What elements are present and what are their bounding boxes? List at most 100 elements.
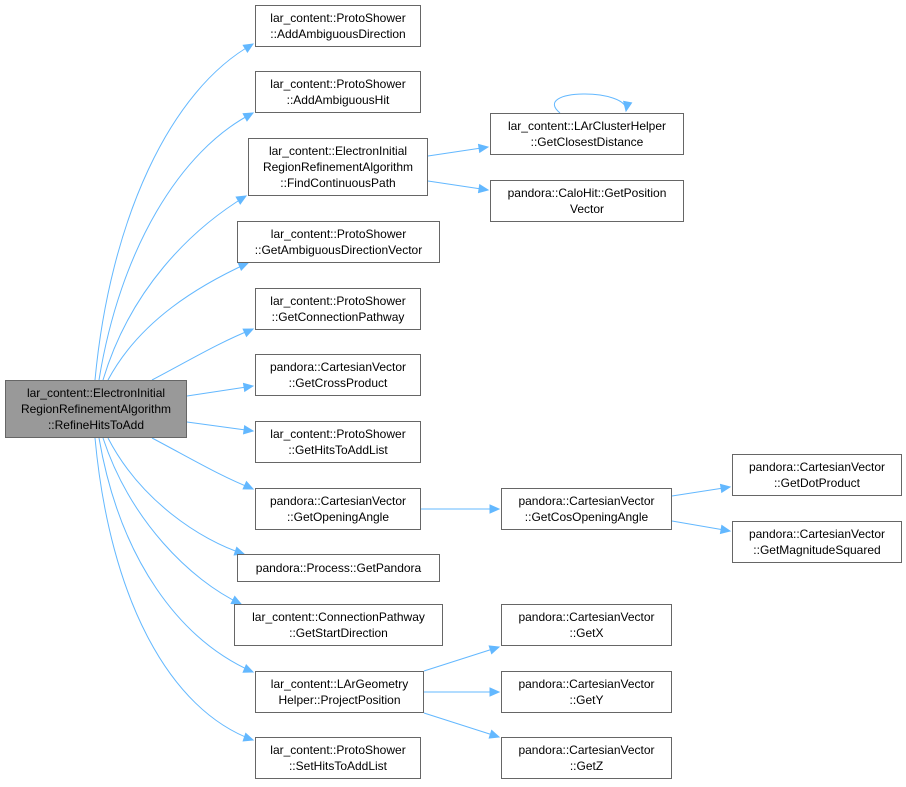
edge-findCont-closest-arrowhead: [477, 143, 490, 154]
node-label-line: ::AddAmbiguousHit: [286, 93, 390, 107]
node-label-line: RegionRefinementAlgorithm: [262, 160, 414, 174]
node-label-line: ::GetStartDirection: [289, 626, 388, 640]
node-label-line: lar_content::LArGeometry: [270, 677, 409, 691]
node-cosOpen[interactable]: pandora::CartesianVector::GetCosOpeningA…: [501, 488, 672, 530]
node-label-line: pandora::CartesianVector: [518, 494, 655, 508]
edge-root-addAmbDir: [94, 43, 254, 381]
edge-root-getStartDir: [102, 437, 242, 605]
node-label-line: pandora::CartesianVector: [518, 743, 655, 757]
node-label-line: ::GetOpeningAngle: [286, 510, 390, 524]
node-label-line: ::GetConnectionPathway: [271, 310, 405, 324]
node-label-line: pandora::CartesianVector: [269, 360, 407, 374]
edge-getOpen-cosOpen-arrowhead: [489, 504, 501, 514]
edge-findCont-closest: [427, 146, 489, 157]
edge-root-setHits: [94, 437, 254, 741]
node-label-line: lar_content::ProtoShower: [270, 743, 406, 757]
node-dot[interactable]: pandora::CartesianVector::GetDotProduct: [732, 454, 902, 496]
node-label-line: lar_content::ProtoShower: [270, 294, 406, 308]
edge-projPos-getZ: [423, 712, 500, 738]
edge-root-getAmbDirVec-arrowhead: [237, 262, 250, 272]
node-label-line: ::FindContinuousPath: [280, 176, 396, 190]
node-label-line: ::GetHitsToAddList: [288, 443, 388, 457]
node-label-line: pandora::CartesianVector: [748, 527, 886, 541]
edge-root-getHits-arrowhead: [242, 424, 255, 435]
edge-closest-self-arrowhead: [623, 100, 633, 113]
node-label-line: pandora::CartesianVector: [518, 610, 655, 624]
edge-root-getCross-arrowhead: [242, 382, 255, 393]
node-addAmbHit[interactable]: lar_content::ProtoShower::AddAmbiguousHi…: [255, 71, 421, 113]
node-getOpen[interactable]: pandora::CartesianVector::GetOpeningAngl…: [255, 488, 421, 530]
node-label-line: lar_content::ElectronInitial: [268, 144, 408, 158]
edge-projPos-getX: [423, 646, 500, 672]
edge-cosOpen-dot-arrowhead: [719, 483, 732, 494]
edge-root-getCross: [186, 385, 254, 397]
node-label-line: ::GetDotProduct: [773, 476, 861, 490]
edge-findCont-posVec: [427, 180, 489, 191]
node-label-line: ::GetY: [569, 693, 604, 707]
edge-root-getOpen-arrowhead: [242, 480, 255, 490]
node-label-line: pandora::CartesianVector: [269, 494, 407, 508]
node-getStartDir[interactable]: lar_content::ConnectionPathway::GetStart…: [234, 604, 443, 646]
node-label-line: pandora::CartesianVector: [518, 677, 655, 691]
edge-root-getPandora: [107, 437, 245, 555]
edge-closest-self: [554, 93, 627, 114]
node-label-line: lar_content::ProtoShower: [270, 227, 407, 241]
edge-root-findCont-arrowhead: [235, 195, 248, 205]
node-getX[interactable]: pandora::CartesianVector::GetX: [501, 604, 672, 646]
node-label-line: ::GetX: [569, 626, 604, 640]
edge-projPos-getY-arrowhead: [489, 687, 501, 697]
node-label-line: Vector: [569, 202, 605, 216]
node-label-line: RegionRefinementAlgorithm: [20, 402, 172, 416]
edge-cosOpen-magSq-arrowhead: [719, 524, 732, 535]
edge-root-projPos-arrowhead: [242, 663, 255, 673]
node-label-line: ::SetHitsToAddList: [288, 759, 388, 773]
node-label-line: ::GetClosestDistance: [530, 135, 644, 149]
edge-root-addAmbHit-arrowhead: [242, 112, 255, 122]
node-label-line: pandora::CaloHit::GetPosition: [507, 186, 667, 200]
node-label-line: pandora::CartesianVector: [748, 460, 886, 474]
node-getConnPath[interactable]: lar_content::ProtoShower::GetConnectionP…: [255, 288, 421, 330]
edge-root-projPos: [98, 437, 254, 673]
node-label-line: pandora::Process::GetPandora: [255, 561, 422, 575]
node-getZ[interactable]: pandora::CartesianVector::GetZ: [501, 737, 672, 779]
edge-root-getHits: [186, 421, 254, 432]
node-getCross[interactable]: pandora::CartesianVector::GetCrossProduc…: [255, 354, 421, 396]
node-label-line: ::RefineHitsToAdd: [47, 418, 145, 432]
edge-root-findCont: [102, 195, 247, 381]
node-magSq[interactable]: pandora::CartesianVector::GetMagnitudeSq…: [732, 521, 902, 563]
node-getY[interactable]: pandora::CartesianVector::GetY: [501, 671, 672, 713]
node-label-line: Helper::ProjectPosition: [278, 693, 401, 707]
node-getAmbDirVec[interactable]: lar_content::ProtoShower::GetAmbiguousDi…: [237, 221, 440, 263]
node-getHits[interactable]: lar_content::ProtoShower::GetHitsToAddLi…: [255, 421, 421, 463]
node-label-line: ::GetAmbiguousDirectionVector: [254, 243, 423, 257]
node-label-line: lar_content::ProtoShower: [270, 77, 406, 91]
node-label-line: ::GetMagnitudeSquared: [753, 543, 881, 557]
edge-cosOpen-magSq: [671, 520, 731, 532]
node-label-line: lar_content::ProtoShower: [270, 427, 406, 441]
edge-findCont-posVec-arrowhead: [477, 183, 490, 194]
node-getPandora[interactable]: pandora::Process::GetPandora: [237, 554, 440, 582]
node-label-line: lar_content::ConnectionPathway: [252, 610, 425, 624]
node-closest[interactable]: lar_content::LArClusterHelper::GetCloses…: [490, 113, 684, 155]
edge-root-getConnPath: [151, 328, 254, 381]
edge-root-getOpen: [151, 437, 254, 490]
edge-root-getAmbDirVec: [107, 262, 249, 381]
edge-root-addAmbHit: [98, 112, 254, 381]
node-addAmbDir[interactable]: lar_content::ProtoShower::AddAmbiguousDi…: [255, 5, 421, 47]
edge-root-setHits-arrowhead: [242, 732, 255, 742]
node-setHits[interactable]: lar_content::ProtoShower::SetHitsToAddLi…: [255, 737, 421, 779]
edge-projPos-getX-arrowhead: [488, 645, 501, 655]
node-label-line: lar_content::LArClusterHelper: [507, 119, 667, 133]
edge-root-getConnPath-arrowhead: [242, 328, 255, 338]
node-label-line: lar_content::ElectronInitial: [26, 386, 166, 400]
node-label-line: ::GetCosOpeningAngle: [524, 510, 649, 524]
node-label-line: lar_content::ProtoShower: [270, 11, 406, 25]
edge-root-getStartDir-arrowhead: [230, 595, 243, 605]
node-label-line: ::AddAmbiguousDirection: [270, 27, 406, 41]
edge-projPos-getZ-arrowhead: [488, 729, 501, 739]
